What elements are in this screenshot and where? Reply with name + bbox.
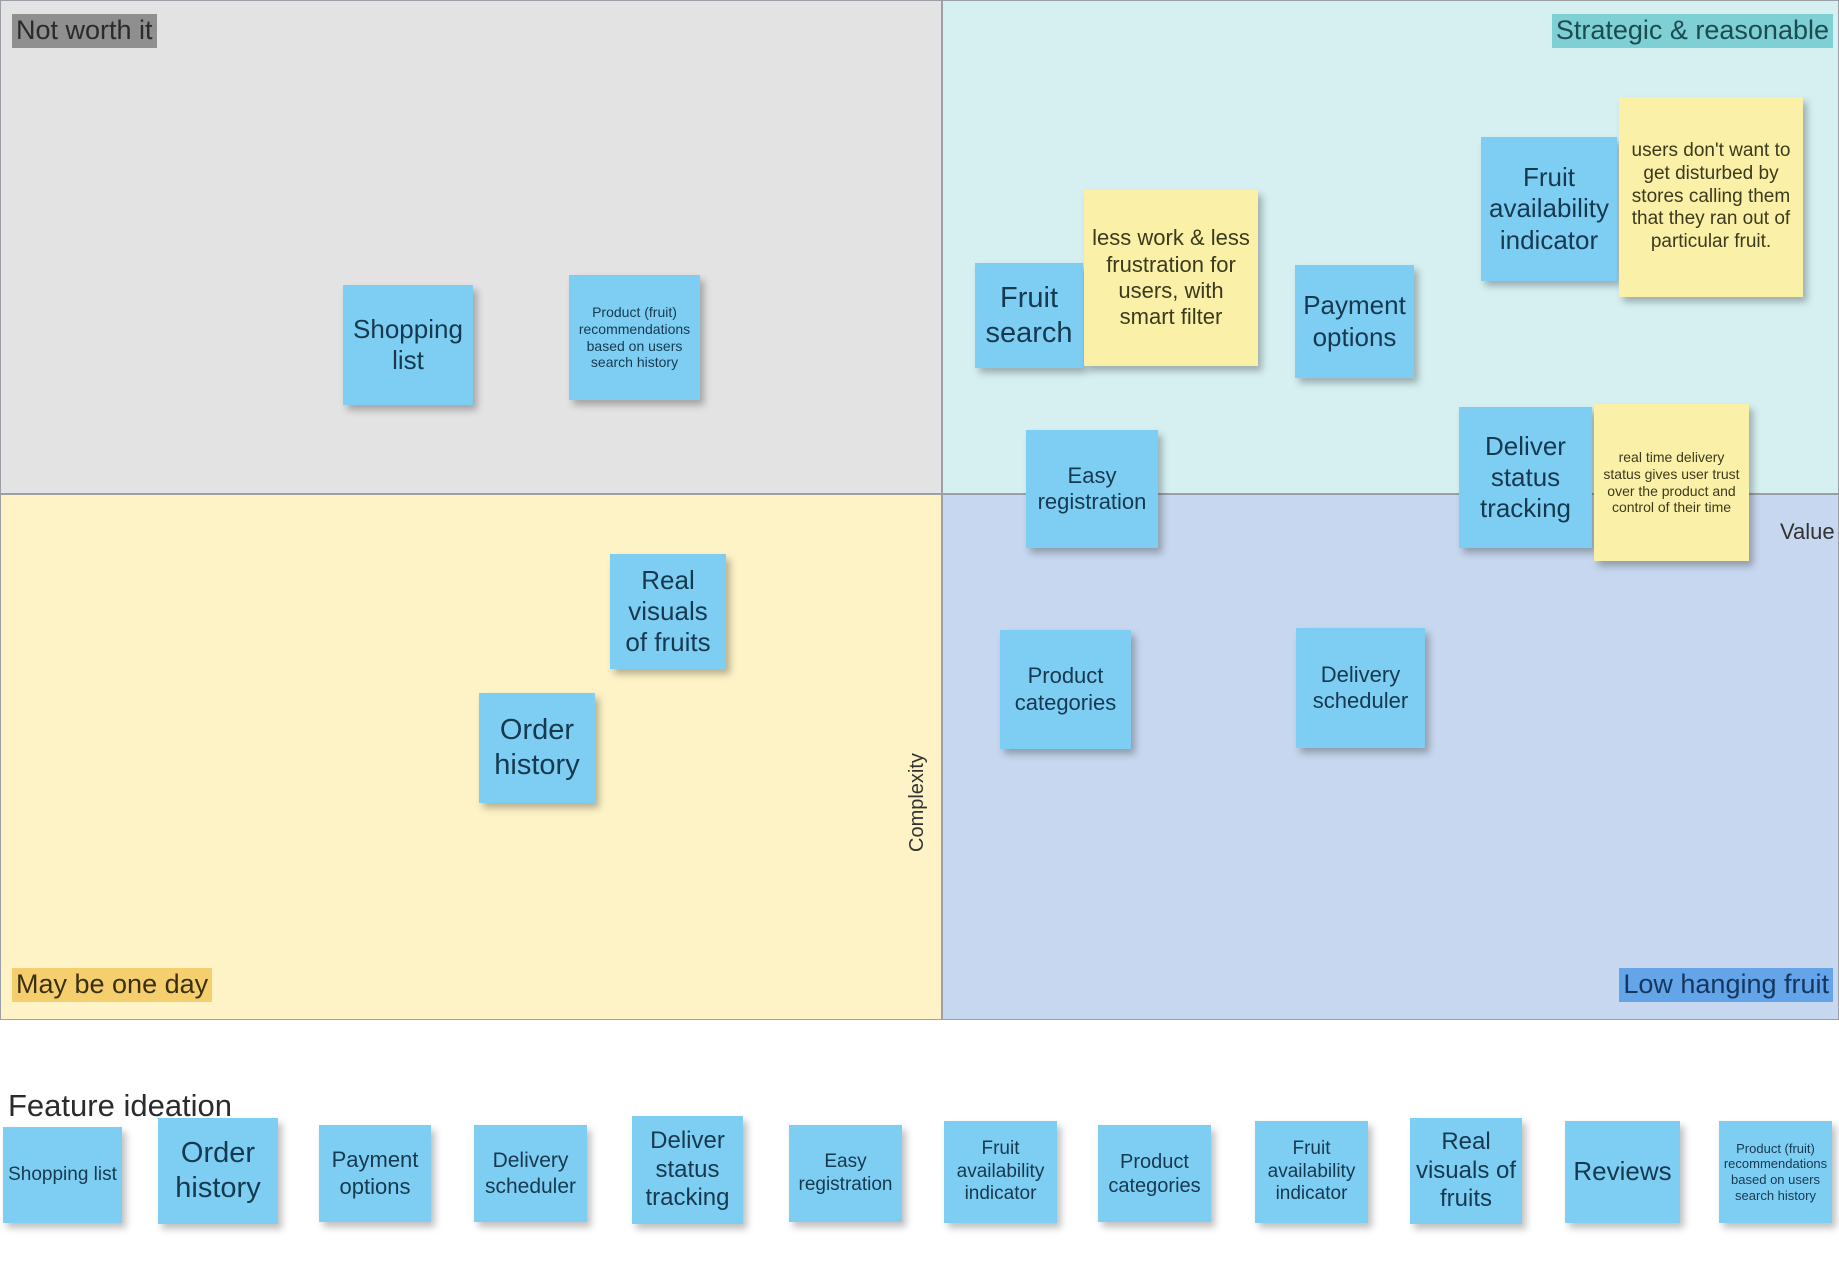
quadrant-may-be-one-day[interactable] bbox=[0, 494, 942, 1020]
ideation-chip-shopping-list[interactable]: Shopping list bbox=[3, 1127, 122, 1223]
sticky-note-product-recommendations[interactable]: Product (fruit) recommendations based on… bbox=[569, 275, 700, 400]
sticky-note-fruit-search-rationale[interactable]: less work & less frustration for users, … bbox=[1084, 190, 1258, 366]
quadrant-label-strategic: Strategic & reasonable bbox=[1551, 14, 1833, 49]
sticky-note-payment-options[interactable]: Payment options bbox=[1295, 265, 1414, 378]
ideation-chip-product-categories[interactable]: Product categories bbox=[1098, 1125, 1211, 1222]
feature-ideation-title: Feature ideation bbox=[8, 1088, 233, 1123]
ideation-chip-easy-registration[interactable]: Easy registration bbox=[789, 1125, 902, 1222]
ideation-chip-product-recommendations[interactable]: Product (fruit) recommendations based on… bbox=[1719, 1121, 1832, 1223]
quadrant-label-may-be-one-day: May be one day bbox=[12, 967, 213, 1002]
ideation-chip-fruit-availability-indicator-1[interactable]: Fruit availability indicator bbox=[944, 1121, 1057, 1223]
axis-label-value: Value bbox=[1780, 519, 1835, 544]
feature-ideation-chip-row: Shopping list Order history Payment opti… bbox=[0, 1100, 1839, 1224]
sticky-note-order-history[interactable]: Order history bbox=[479, 693, 595, 803]
feature-ideation-section: Feature ideation bbox=[0, 1020, 1839, 1284]
quadrant-label-not-worth-it: Not worth it bbox=[12, 14, 157, 49]
axis-label-complexity: Complexity bbox=[906, 753, 928, 852]
sticky-note-deliver-status-tracking[interactable]: Deliver status tracking bbox=[1459, 407, 1592, 548]
sticky-note-shopping-list[interactable]: Shopping list bbox=[343, 285, 473, 405]
ideation-chip-fruit-availability-indicator-2[interactable]: Fruit availability indicator bbox=[1255, 1121, 1368, 1223]
ideation-chip-reviews[interactable]: Reviews bbox=[1565, 1121, 1680, 1223]
quadrant-low-hanging-fruit[interactable] bbox=[942, 494, 1839, 1020]
sticky-note-real-visuals-of-fruits[interactable]: Real visuals of fruits bbox=[610, 554, 726, 669]
sticky-note-fruit-availability-rationale[interactable]: users don't want to get disturbed by sto… bbox=[1619, 97, 1803, 297]
ideation-chip-delivery-scheduler[interactable]: Delivery scheduler bbox=[474, 1125, 587, 1222]
ideation-chip-payment-options[interactable]: Payment options bbox=[319, 1125, 431, 1222]
sticky-note-fruit-search[interactable]: Fruit search bbox=[975, 263, 1083, 368]
sticky-note-product-categories[interactable]: Product categories bbox=[1000, 630, 1131, 749]
ideation-chip-deliver-status-tracking[interactable]: Deliver status tracking bbox=[632, 1116, 743, 1224]
sticky-note-fruit-availability-indicator[interactable]: Fruit availability indicator bbox=[1481, 137, 1617, 281]
ideation-chip-real-visuals-of-fruits[interactable]: Real visuals of fruits bbox=[1410, 1118, 1522, 1224]
sticky-note-easy-registration[interactable]: Easy registration bbox=[1026, 430, 1158, 548]
quadrant-not-worth-it[interactable] bbox=[0, 0, 942, 494]
sticky-note-deliver-status-rationale[interactable]: real time delivery status gives user tru… bbox=[1594, 404, 1749, 561]
ideation-chip-order-history[interactable]: Order history bbox=[158, 1118, 278, 1224]
quadrant-label-low-hanging-fruit: Low hanging fruit bbox=[1619, 967, 1833, 1002]
prioritization-matrix: Not worth it Strategic & reasonable May … bbox=[0, 0, 1839, 1020]
sticky-note-delivery-scheduler[interactable]: Delivery scheduler bbox=[1296, 628, 1425, 748]
